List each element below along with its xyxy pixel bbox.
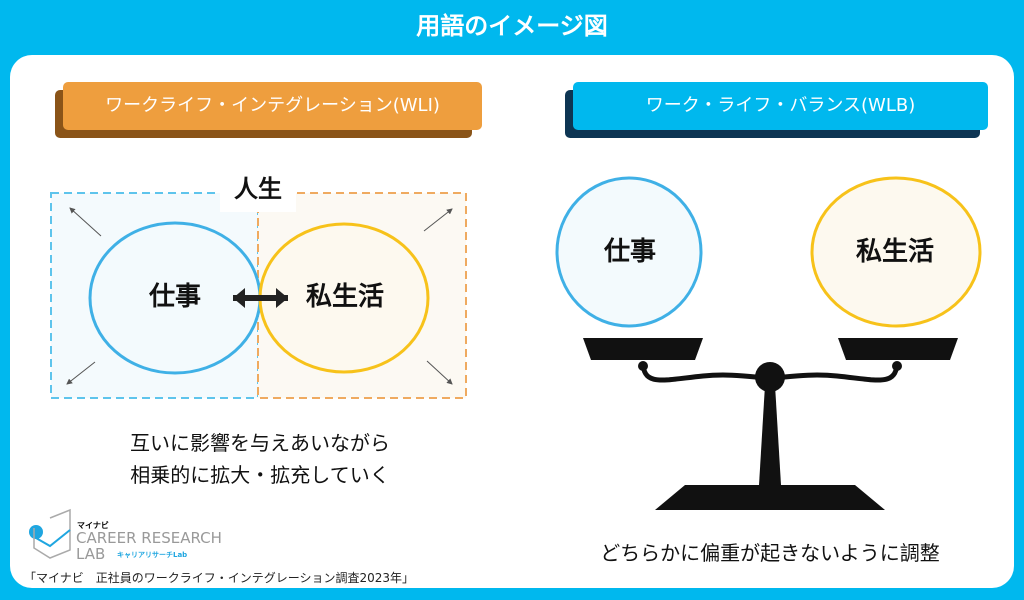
wli-label: ワークライフ・インテグレーション(WLI) xyxy=(63,82,482,130)
left-pan xyxy=(583,338,703,360)
wli-diagram xyxy=(50,176,467,399)
life-label-bg xyxy=(220,176,296,212)
life-label: 人生 xyxy=(234,175,282,203)
wli-caption-line1: 互いに影響を与えあいながら xyxy=(130,431,390,455)
wli-caption-line2: 相乗的に拡大・拡充していく xyxy=(130,463,390,487)
logo-line2: LAB xyxy=(76,545,106,563)
logo-sub: キャリアリサーチLab xyxy=(117,551,188,559)
source-note: 「マイナビ 正社員のワークライフ・インテグレーション調査2023年」 xyxy=(24,571,415,585)
expand-arrow-icon xyxy=(69,207,102,237)
wlb-work-text: 仕事 xyxy=(603,237,656,267)
wlb-private-text: 私生活 xyxy=(855,237,934,267)
expand-arrow-icon xyxy=(426,360,453,385)
private-circle xyxy=(810,176,982,328)
wlb-caption: どちらかに偏重が起きないように調整 xyxy=(600,541,940,565)
right-pan xyxy=(838,338,958,360)
logo-mark xyxy=(29,508,71,559)
wli-work-text: 仕事 xyxy=(148,282,201,312)
scale-pivot xyxy=(755,362,785,392)
wli-private-text: 私生活 xyxy=(305,282,384,312)
work-circle xyxy=(555,176,703,328)
wlb-scale xyxy=(555,176,982,510)
page-title: 用語のイメージ図 xyxy=(416,12,608,40)
logo-line1: CAREER RESEARCH xyxy=(76,529,222,547)
scale-base xyxy=(655,485,885,510)
logo-brand: マイナビ xyxy=(77,521,109,530)
expand-arrow-icon xyxy=(66,361,96,385)
expand-arrow-icon xyxy=(423,208,453,232)
wlb-label: ワーク・ライフ・バランス(WLB) xyxy=(573,82,988,130)
scale-stem xyxy=(759,385,781,485)
